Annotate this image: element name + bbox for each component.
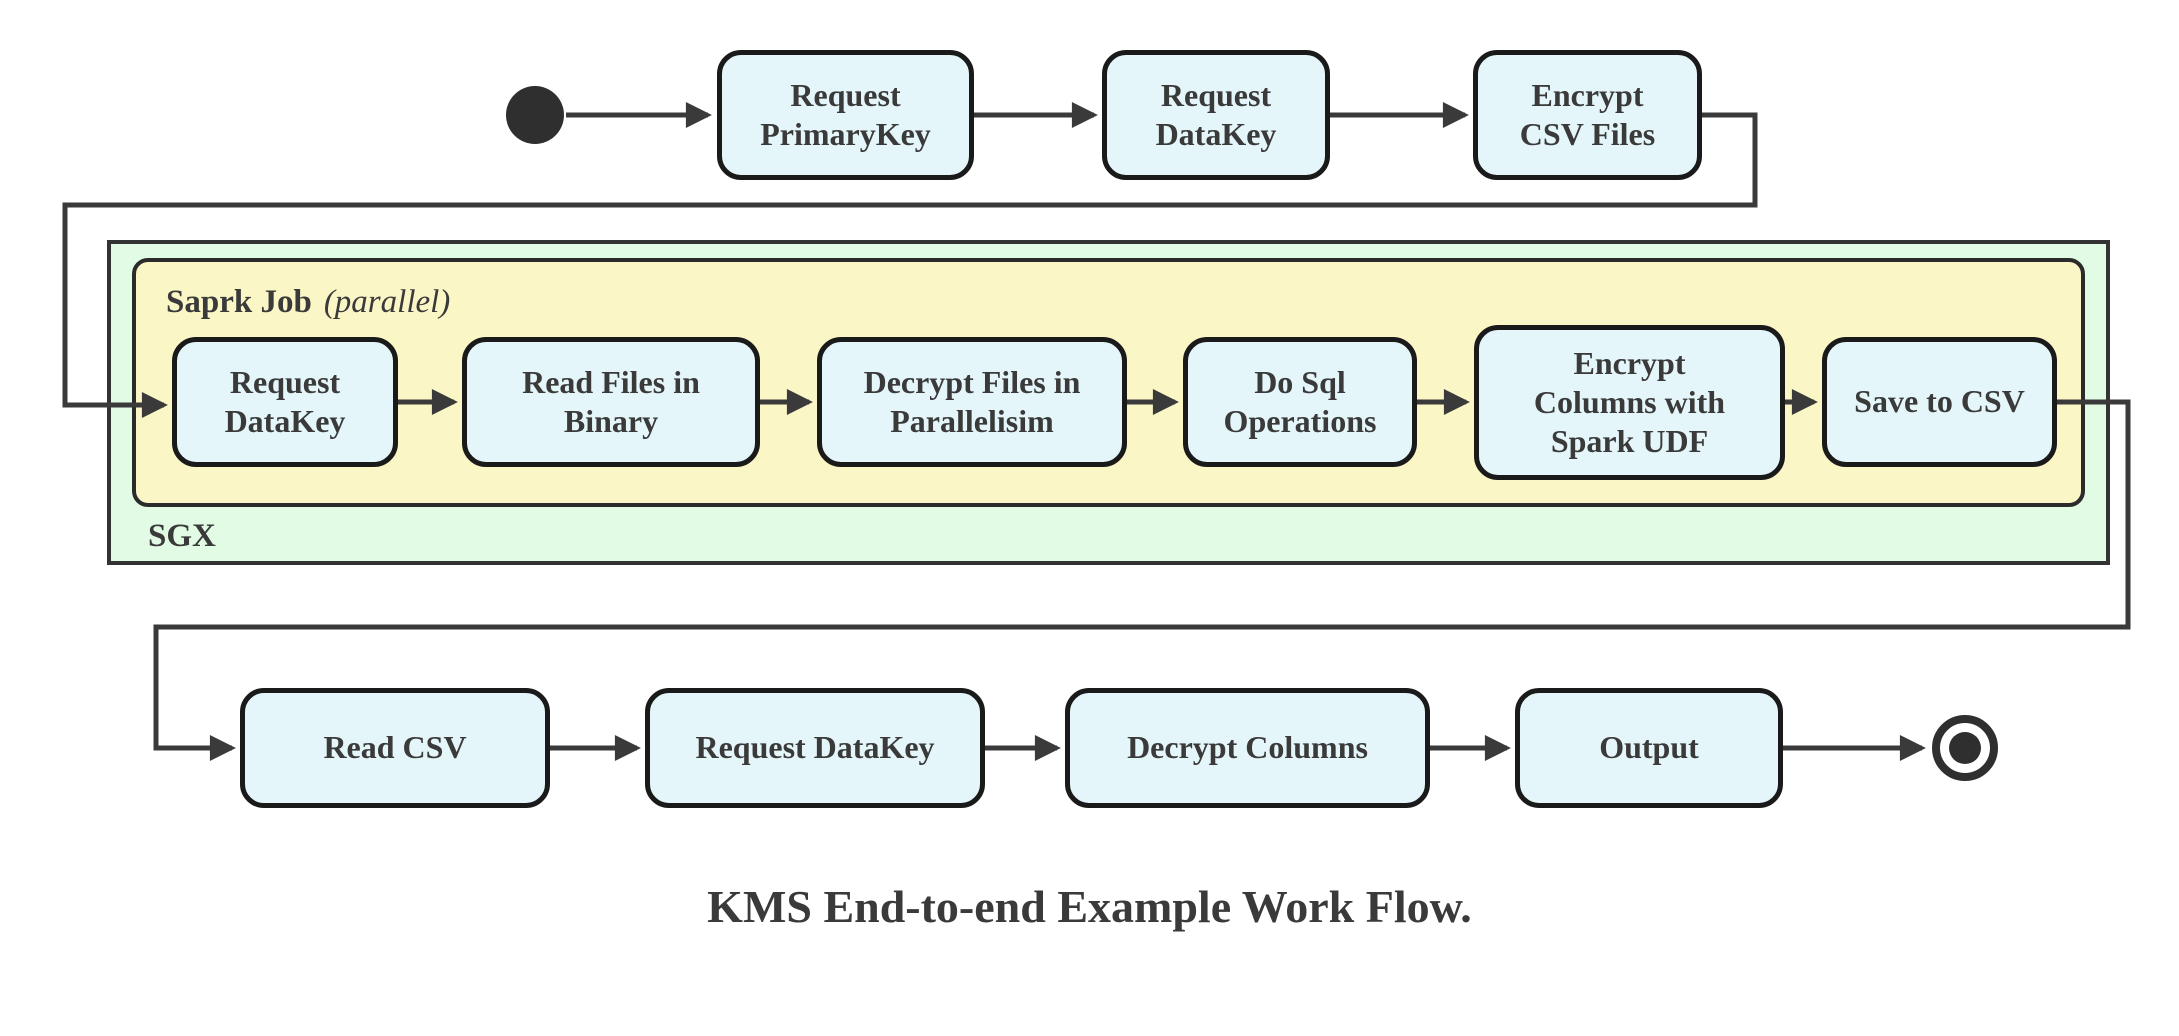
node-sgx-request-datakey: Request DataKey — [172, 337, 398, 467]
node-request-primarykey: Request PrimaryKey — [717, 50, 974, 180]
node-do-sql-operations: Do Sql Operations — [1183, 337, 1417, 467]
node-request-datakey-final: Request DataKey — [645, 688, 985, 808]
sgx-label: SGX — [148, 518, 216, 554]
final-state-ring-icon — [1932, 715, 1998, 781]
node-encrypt-csv-files: Encrypt CSV Files — [1473, 50, 1702, 180]
initial-state-icon — [506, 86, 564, 144]
node-read-files-in-binary: Read Files in Binary — [462, 337, 760, 467]
diagram-caption: KMS End-to-end Example Work Flow. — [707, 881, 1472, 932]
node-read-csv: Read CSV — [240, 688, 550, 808]
spark-job-label-text: Saprk Job — [166, 284, 312, 320]
final-state-dot-icon — [1949, 732, 1981, 764]
spark-job-qualifier: (parallel) — [323, 284, 451, 320]
spark-job-label: Saprk Job (parallel) — [166, 284, 450, 321]
node-decrypt-columns: Decrypt Columns — [1065, 688, 1430, 808]
node-request-datakey: Request DataKey — [1102, 50, 1330, 180]
node-output: Output — [1515, 688, 1783, 808]
node-decrypt-files-in-parallelisim: Decrypt Files in Parallelisim — [817, 337, 1127, 467]
node-save-to-csv: Save to CSV — [1822, 337, 2057, 467]
node-encrypt-columns-with-spark-udf: Encrypt Columns with Spark UDF — [1474, 325, 1785, 480]
